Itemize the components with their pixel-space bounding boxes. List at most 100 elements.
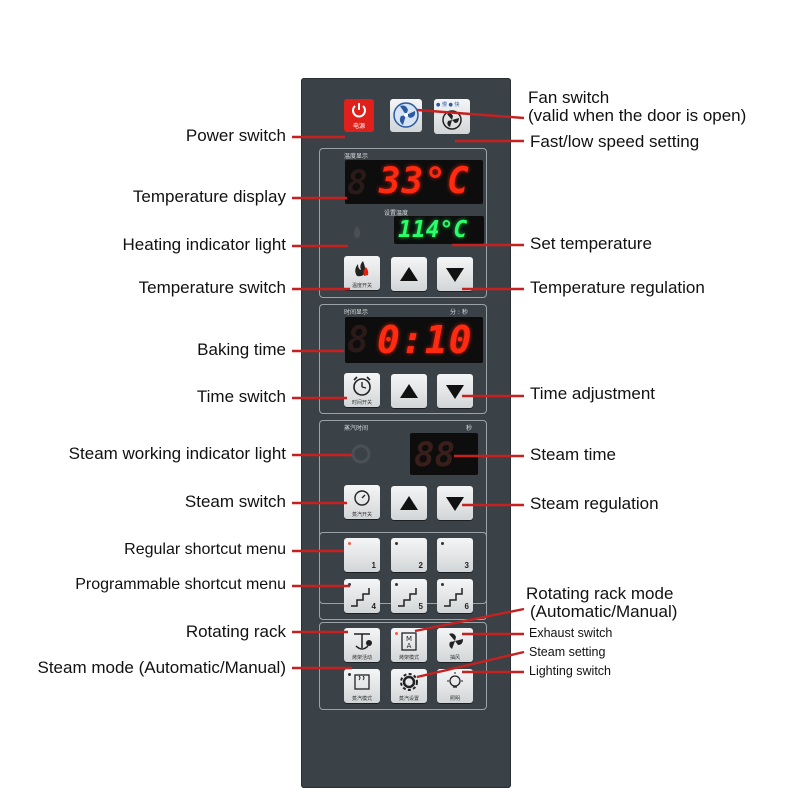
temperature-section-label: 温度显示	[344, 153, 369, 160]
annotation-heating-indicator: Heating indicator light	[122, 235, 286, 254]
rotating-rack-mode-button[interactable]: M A 烤架模式	[391, 628, 427, 662]
steam-unit-label: 秒	[466, 425, 473, 432]
arrow-down-icon	[446, 268, 464, 282]
indicator-led	[395, 542, 398, 545]
steam-time-display: 88	[410, 433, 478, 475]
auto-manual-icon: M A	[401, 632, 417, 651]
indicator-led	[441, 542, 444, 545]
annotation-steam-time: Steam time	[530, 445, 616, 464]
steam-working-indicator-light	[350, 443, 372, 465]
power-button[interactable]: 电源	[344, 99, 374, 132]
heating-indicator-light	[350, 225, 364, 239]
shortcut-number: 5	[418, 602, 423, 611]
speed-indicator-labels: ● 慢 ● 快	[436, 102, 460, 108]
annotation-fast-low-speed: Fast/low speed setting	[530, 132, 700, 151]
arrow-down-icon	[446, 497, 464, 511]
fan-button[interactable]	[390, 99, 422, 132]
shortcut-section: 1 2 3 4 5 6	[319, 532, 487, 620]
arrow-up-icon	[400, 267, 418, 281]
annotation-steam-indicator: Steam working indicator light	[68, 444, 286, 463]
regular-shortcut-button-2[interactable]: 2	[391, 538, 427, 572]
exhaust-label: 抽风	[449, 655, 460, 661]
time-down-button[interactable]	[437, 374, 473, 408]
arrow-up-icon	[400, 496, 418, 510]
steam-section: 蒸汽时间 秒 88 蒸汽开关	[319, 420, 487, 604]
time-up-button[interactable]	[391, 374, 427, 408]
temperature-value: 33°C	[379, 161, 470, 202]
fan-speed-button[interactable]: ● 慢 ● 快	[434, 99, 470, 134]
programmable-shortcut-button-6[interactable]: 6	[437, 579, 473, 613]
time-unit-label: 分 : 秒	[450, 309, 468, 316]
temperature-down-button[interactable]	[437, 257, 473, 291]
annotation-rotating-rack: Rotating rack	[185, 622, 286, 641]
annotation-temperature-display: Temperature display	[132, 187, 286, 206]
steam-up-button[interactable]	[391, 486, 427, 520]
rotating-rack-mode-label: 烤架模式	[398, 655, 419, 661]
function-section: 烤架活动 M A 烤架模式 抽风 蒸汽模式	[319, 622, 487, 710]
indicator-led	[395, 583, 398, 586]
steam-mode-button[interactable]: 蒸汽模式	[344, 669, 380, 703]
svg-text:A: A	[407, 642, 412, 650]
temperature-section: 温度显示 8 33°C 设置温度 114°C 温度开关	[319, 148, 487, 298]
time-section: 时间显示 分 : 秒 8 0:10 时间开关	[319, 304, 487, 414]
steam-indicator-icon	[351, 444, 371, 464]
alarm-clock-icon	[353, 376, 371, 396]
power-label: 电源	[352, 123, 365, 130]
power-icon	[352, 103, 366, 118]
shortcut-number: 6	[464, 602, 469, 611]
steam-section-label: 蒸汽时间	[344, 425, 369, 432]
exhaust-switch-button[interactable]: 抽风	[437, 628, 473, 662]
shortcut-number: 4	[371, 602, 376, 611]
set-temperature-display: 114°C	[394, 216, 484, 244]
regular-shortcut-button-1[interactable]: 1	[344, 538, 380, 572]
annotation-rotating-rack-mode: Rotating rack mode	[526, 584, 674, 603]
programmable-shortcut-button-5[interactable]: 5	[391, 579, 427, 613]
light-bulb-icon	[447, 672, 463, 688]
steam-time-value: 88	[414, 435, 455, 475]
temperature-switch-label: 温度开关	[351, 283, 372, 289]
annotation-fan-switch-note: (valid when the door is open)	[528, 106, 747, 125]
indicator-led	[395, 632, 398, 635]
temperature-up-button[interactable]	[391, 257, 427, 291]
step-profile-icon	[398, 588, 417, 607]
flame-icon	[355, 261, 369, 277]
time-value: 0:10	[377, 318, 473, 362]
steam-setting-button[interactable]: 蒸汽设置	[391, 669, 427, 703]
temperature-switch-button[interactable]: 温度开关	[344, 256, 380, 290]
lighting-switch-button[interactable]: 照明	[437, 669, 473, 703]
annotation-steam-switch: Steam switch	[184, 492, 286, 511]
annotation-lighting-switch: Lighting switch	[529, 664, 611, 678]
time-switch-button[interactable]: 时间开关	[344, 373, 380, 407]
step-profile-icon	[351, 588, 370, 607]
steam-switch-label: 蒸汽开关	[351, 512, 372, 518]
steam-down-button[interactable]	[437, 486, 473, 520]
gear-icon	[400, 673, 418, 691]
lighting-label: 照明	[449, 696, 460, 702]
time-ghost-digit: 8	[347, 320, 369, 361]
steam-switch-button[interactable]: 蒸汽开关	[344, 485, 380, 519]
indicator-led	[348, 542, 351, 545]
shortcut-number: 1	[371, 561, 376, 570]
shortcut-number: 2	[418, 561, 423, 570]
annotation-steam-regulation: Steam regulation	[530, 494, 659, 513]
annotation-temperature-switch: Temperature switch	[138, 278, 286, 297]
annotation-programmable-shortcut: Programmable shortcut menu	[75, 576, 286, 593]
set-temperature-value: 114°C	[398, 217, 468, 243]
regular-shortcut-button-3[interactable]: 3	[437, 538, 473, 572]
steam-setting-label: 蒸汽设置	[398, 696, 419, 702]
annotation-time-switch: Time switch	[196, 387, 286, 406]
temperature-ghost-digit: 8	[347, 163, 368, 203]
annotation-exhaust-switch: Exhaust switch	[529, 626, 613, 640]
steam-timer-icon	[354, 490, 370, 506]
annotation-set-temperature: Set temperature	[530, 234, 652, 253]
shortcut-number: 3	[464, 561, 469, 570]
annotation-steam-mode: Steam mode (Automatic/Manual)	[37, 658, 287, 677]
rotating-rack-button[interactable]: 烤架活动	[344, 628, 380, 662]
annotation-fan-switch: Fan switch	[528, 88, 610, 107]
exhaust-fan-icon	[449, 633, 463, 649]
annotation-baking-time: Baking time	[197, 340, 286, 359]
programmable-shortcut-button-4[interactable]: 4	[344, 579, 380, 613]
indicator-led	[348, 673, 351, 676]
control-panel: 电源 ● 慢 ● 快 温度显示 8 33°C 设置温度 114°C	[301, 78, 511, 788]
annotation-power-switch: Power switch	[185, 126, 286, 145]
